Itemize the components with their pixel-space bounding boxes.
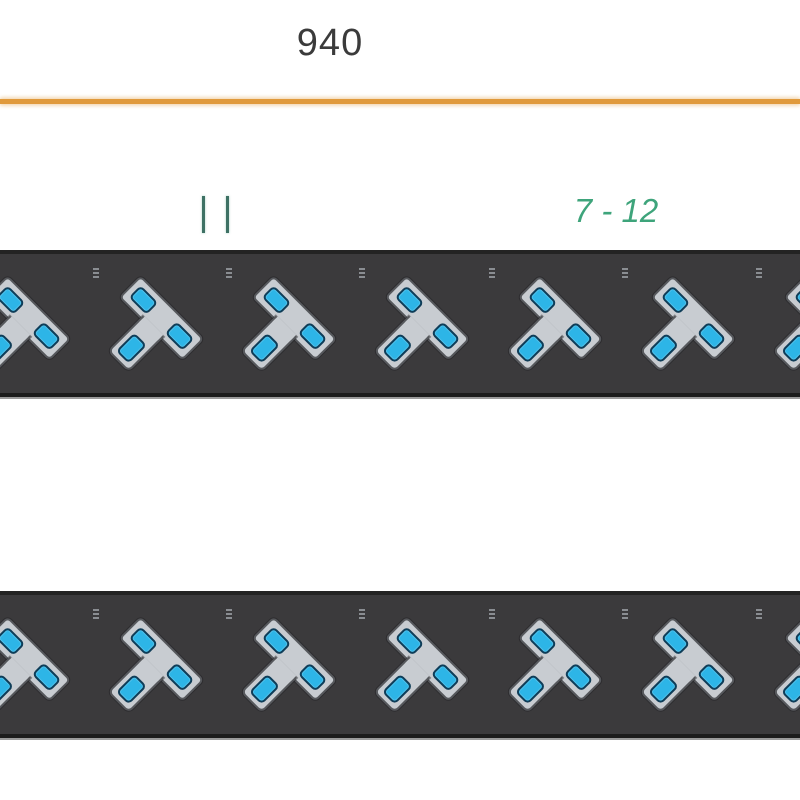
duplex-adapter-icon[interactable] [233, 275, 338, 381]
tick-mark-icon [226, 196, 229, 233]
adapter-port-icon [793, 285, 800, 315]
adapter-body [81, 609, 214, 742]
adapter-body [0, 268, 80, 401]
adapter-body [0, 609, 80, 742]
adapter-port-icon [563, 321, 594, 351]
tick-mark-icon [202, 196, 205, 233]
adapter-body [480, 609, 613, 742]
adapter-body [214, 268, 347, 401]
port-number-marker [226, 268, 232, 278]
adapter-port-icon [261, 626, 292, 656]
duplex-adapter-icon[interactable] [100, 275, 205, 381]
duplex-adapter-icon[interactable] [0, 616, 72, 722]
duplex-adapter-icon[interactable] [765, 616, 800, 722]
adapter-port-icon [164, 662, 195, 692]
adapter-port-icon [660, 285, 691, 315]
adapter-body [613, 609, 746, 742]
duplex-adapter-icon[interactable] [765, 275, 800, 381]
adapter-port-icon [261, 285, 292, 315]
port-number-marker [93, 268, 99, 278]
port-number-marker [359, 609, 365, 619]
port-number-marker [622, 268, 628, 278]
adapter-stem [772, 656, 800, 714]
adapter-port-icon [563, 662, 594, 692]
adapter-port-icon [31, 662, 62, 692]
port-number-marker [622, 609, 628, 619]
adapter-port-icon [0, 285, 26, 315]
adapter-port-icon [696, 321, 727, 351]
adapter-port-icon [647, 673, 679, 705]
adapter-body [613, 268, 746, 401]
duplex-adapter-icon[interactable] [499, 616, 604, 722]
adapter-port-icon [696, 662, 727, 692]
port-number-marker [756, 268, 762, 278]
adapter-port-icon [297, 662, 328, 692]
adapter-port-icon [31, 321, 62, 351]
adapter-port-icon [115, 673, 147, 705]
duplex-adapter-icon[interactable] [233, 616, 338, 722]
adapter-port-icon [660, 626, 691, 656]
adapter-port-icon [780, 332, 800, 364]
adapter-port-icon [115, 332, 147, 364]
dimension-line [0, 99, 800, 104]
adapter-port-icon [381, 332, 413, 364]
adapter-port-icon [0, 673, 14, 705]
adapter-port-icon [297, 321, 328, 351]
adapter-port-icon [527, 285, 558, 315]
adapter-port-icon [647, 332, 679, 364]
adapter-port-icon [0, 626, 26, 656]
adapter-port-icon [514, 332, 546, 364]
port-number-marker [756, 609, 762, 619]
port-range-label: 7 - 12 [573, 192, 659, 229]
adapter-body [347, 609, 480, 742]
adapter-port-icon [394, 626, 425, 656]
adapter-panel-row-1 [0, 250, 800, 397]
adapter-body [746, 609, 800, 742]
port-number-marker [93, 609, 99, 619]
adapter-port-icon [514, 673, 546, 705]
adapter-port-icon [430, 662, 461, 692]
duplex-adapter-icon[interactable] [632, 275, 737, 381]
port-number-marker [489, 609, 495, 619]
adapter-panel-row-2 [0, 591, 800, 738]
adapter-body [347, 268, 480, 401]
adapter-port-icon [780, 673, 800, 705]
adapter-port-icon [248, 673, 280, 705]
adapter-port-icon [527, 626, 558, 656]
port-number-marker [359, 268, 365, 278]
adapter-port-icon [248, 332, 280, 364]
duplex-adapter-icon[interactable] [632, 616, 737, 722]
adapter-port-icon [0, 332, 14, 364]
selection-tick-marks [200, 196, 232, 233]
port-number-marker [226, 609, 232, 619]
panel-face [0, 595, 800, 734]
adapter-port-icon [164, 321, 195, 351]
adapter-port-icon [793, 626, 800, 656]
duplex-adapter-icon[interactable] [499, 275, 604, 381]
adapter-body [746, 268, 800, 401]
adapter-port-icon [394, 285, 425, 315]
port-number-marker [489, 268, 495, 278]
duplex-adapter-icon[interactable] [366, 616, 471, 722]
adapter-body [480, 268, 613, 401]
adapter-port-icon [381, 673, 413, 705]
adapter-stem [772, 315, 800, 373]
adapter-port-icon [128, 626, 159, 656]
duplex-adapter-icon[interactable] [0, 275, 72, 381]
panel-face [0, 254, 800, 393]
adapter-port-icon [430, 321, 461, 351]
adapter-body [81, 268, 214, 401]
dimension-value-label: 940 [296, 22, 364, 64]
duplex-adapter-icon[interactable] [100, 616, 205, 722]
duplex-adapter-icon[interactable] [366, 275, 471, 381]
adapter-port-icon [128, 285, 159, 315]
adapter-body [214, 609, 347, 742]
